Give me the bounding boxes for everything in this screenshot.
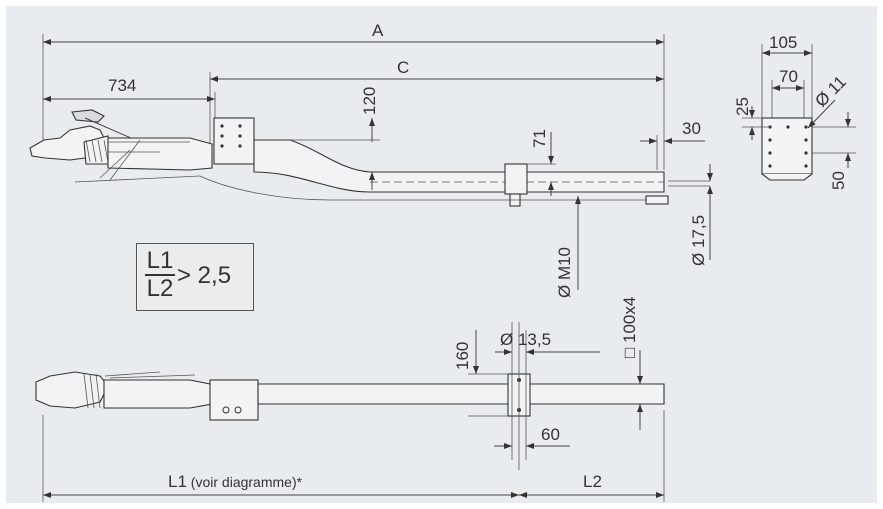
label-50: 50: [829, 171, 848, 190]
label-l1: L1 (voir diagramme)*: [168, 472, 303, 491]
label-a: A: [372, 21, 384, 40]
plate-detail: [742, 44, 856, 181]
label-13-5: Ø 13,5: [500, 330, 551, 349]
label-734: 734: [108, 76, 136, 95]
ratio-fraction: L1 L2: [145, 248, 175, 302]
label-60: 60: [541, 425, 560, 444]
label-120: 120: [360, 87, 379, 115]
label-100x4: □ 100x4: [620, 297, 639, 358]
label-c: C: [397, 58, 409, 77]
label-30: 30: [682, 119, 701, 138]
plan-view: [35, 322, 665, 502]
label-25: 25: [733, 97, 752, 116]
ratio-numerator: L1: [145, 247, 175, 276]
label-160: 160: [453, 342, 472, 370]
ratio-denominator: L2: [146, 275, 174, 302]
label-70: 70: [779, 67, 798, 86]
label-l2: L2: [583, 472, 602, 491]
label-71: 71: [530, 129, 549, 148]
label-m10: Ø M10: [555, 247, 574, 298]
ratio-comparison: > 2,5: [177, 262, 232, 289]
label-17-5: Ø 17,5: [689, 215, 708, 266]
ratio-formula-box: L1 L2 > 2,5: [136, 243, 254, 311]
side-view: [29, 34, 713, 290]
label-105: 105: [769, 33, 797, 52]
